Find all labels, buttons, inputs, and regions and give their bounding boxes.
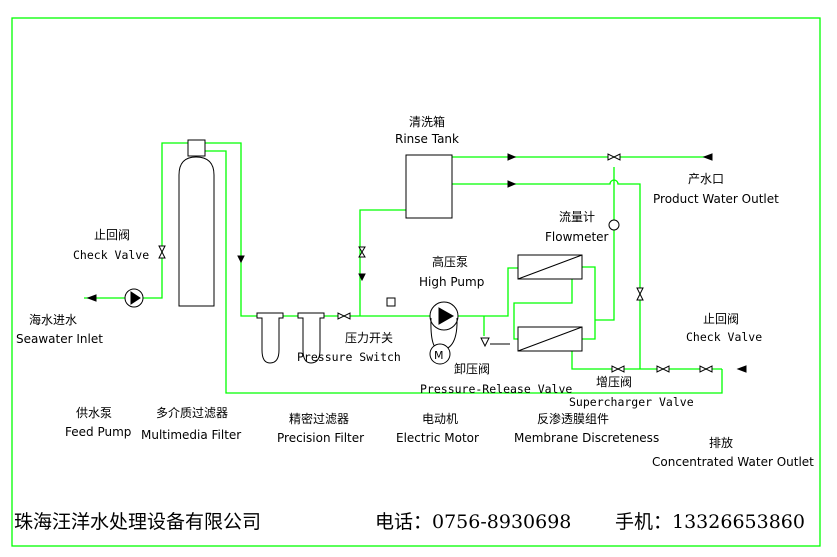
valve-01-icon xyxy=(337,312,351,320)
membrane-en: Membrane Discreteness xyxy=(514,431,660,445)
precision-filter-icon xyxy=(256,312,284,364)
supercharger-valve-en: Supercharger Valve xyxy=(569,395,694,409)
concentrated-outlet-cn: 排放 xyxy=(709,436,734,450)
multimedia-filter-cn: 多介质过滤器 xyxy=(156,406,229,420)
multimedia-filter-en: Multimedia Filter xyxy=(141,428,242,442)
electric-motor-icon xyxy=(429,343,451,365)
valve-06-icon xyxy=(607,153,621,161)
footer-mobile: 手机：13326653860 xyxy=(615,511,805,533)
product-outlet-cn: 产水口 xyxy=(688,172,725,186)
valve-02-icon xyxy=(358,246,366,258)
release-valve-cn: 卸压阀 xyxy=(454,362,491,376)
check-valve-icon xyxy=(158,245,166,259)
flow-arrow-icon xyxy=(86,153,517,302)
check-valve-right-cn: 止回阀 xyxy=(703,312,740,326)
electric-motor-en: Electric Motor xyxy=(396,431,479,445)
concentrated-outlet-en: Concentrated Water Outlet xyxy=(652,455,814,469)
multimedia-filter-icon xyxy=(178,156,215,307)
pipes xyxy=(11,17,821,547)
high-pump-en: High Pump xyxy=(419,275,485,289)
footer-phone: 电话：0756-8930698 xyxy=(375,511,572,533)
check-valve-right-icon xyxy=(699,365,713,373)
frame-border xyxy=(11,17,821,547)
filter-head xyxy=(187,139,206,157)
valve-04-icon xyxy=(636,287,644,301)
valve-03-icon xyxy=(656,365,670,373)
supercharger-valve-icon xyxy=(611,365,625,373)
pressure-switch-icon xyxy=(386,297,396,307)
check-valve-right-en: Check Valve xyxy=(686,330,763,344)
release-valve-en: Pressure-Release Valve xyxy=(420,382,573,396)
concentrate-pipes xyxy=(452,179,722,370)
flowmeter-en: Flowmeter xyxy=(545,230,609,244)
rinse-tank-icon xyxy=(405,154,453,219)
flowmeter-icon xyxy=(608,219,620,231)
product-outlet-en: Product Water Outlet xyxy=(653,192,779,206)
motor-symbol: M xyxy=(434,349,444,362)
rinse-tank-cn: 清洗箱 xyxy=(409,115,446,129)
high-pump-cn: 高压泵 xyxy=(432,255,469,269)
rinse-tank-en: Rinse Tank xyxy=(395,132,459,146)
check-valve-left-cn: 止回阀 xyxy=(94,228,131,242)
release-valve-icon xyxy=(480,337,490,348)
pressure-switch-en: Pressure Switch xyxy=(297,350,401,364)
supercharger-valve-cn: 增压阀 xyxy=(596,375,633,389)
seawater-inlet-en: Seawater Inlet xyxy=(16,332,103,346)
membrane-pipes xyxy=(452,156,705,340)
membrane-cn: 反渗透膜组件 xyxy=(537,412,610,426)
precision-filter-en: Precision Filter xyxy=(277,431,365,445)
footer-company: 珠海汪洋水处理设备有限公司 xyxy=(14,511,262,533)
precision-filter-icon xyxy=(297,312,325,364)
outlet-arrow-icon xyxy=(702,153,747,373)
seawater-inlet-cn: 海水进水 xyxy=(29,313,78,327)
electric-motor-cn: 电动机 xyxy=(422,412,459,426)
feed-pump-en: Feed Pump xyxy=(65,425,132,439)
check-valve-left-en: Check Valve xyxy=(73,248,150,262)
feed-pipe xyxy=(84,142,188,299)
pretreatment-pipe xyxy=(205,142,518,317)
flowmeter-cn: 流量计 xyxy=(559,210,596,224)
feed-pump-cn: 供水泵 xyxy=(76,406,113,420)
drain-pipe xyxy=(205,150,723,394)
rinse-return-pipe xyxy=(359,209,406,316)
precision-filter-cn: 精密过滤器 xyxy=(289,412,350,426)
equipment xyxy=(86,139,747,373)
pressure-switch-cn: 压力开关 xyxy=(345,331,394,345)
